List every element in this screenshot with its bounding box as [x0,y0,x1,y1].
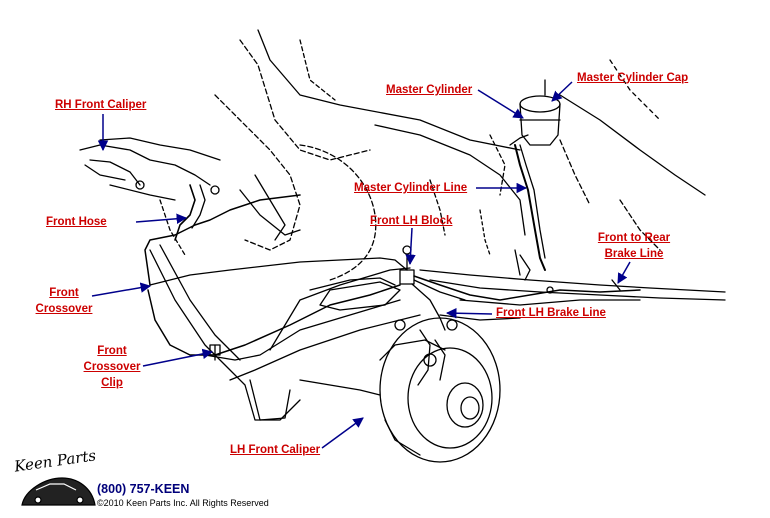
label-front-crossover[interactable]: Front Crossover [30,286,98,316]
arrow-front-lh-brake-line [445,307,493,319]
label-front-lh-brake-line[interactable]: Front LH Brake Line [496,307,606,319]
label-front-to-rear-brake-line[interactable]: Front to Rear Brake Line [592,231,676,261]
label-front-crossover-clip[interactable]: Front Crossover Clip [78,344,146,390]
label-rh-front-caliper[interactable]: RH Front Caliper [55,99,147,111]
label-front-crossover-clip-line2[interactable]: Crossover [83,361,141,373]
label-lh-front-caliper[interactable]: LH Front Caliper [230,444,321,456]
arrow-front-lh-block [405,227,416,266]
arrow-master-cylinder-cap [551,81,573,102]
callout-arrows [91,81,631,449]
keen-parts-logo-car [21,477,96,506]
label-front-to-rear-line2[interactable]: Brake Line [604,248,664,260]
arrow-front-crossover [91,282,152,297]
label-front-hose[interactable]: Front Hose [46,216,107,228]
label-front-crossover-clip-line3[interactable]: Clip [101,377,123,389]
label-master-cylinder[interactable]: Master Cylinder [386,84,473,96]
label-front-crossover-line1[interactable]: Front [49,287,79,299]
arrow-master-cylinder [477,89,524,119]
label-front-to-rear-line1[interactable]: Front to Rear [597,232,671,244]
arrow-front-hose [135,213,188,224]
label-front-crossover-line2[interactable]: Crossover [35,303,93,315]
arrow-front-to-rear [617,261,631,284]
footer-copyright: ©2010 Keen Parts Inc. All Rights Reserve… [97,498,269,508]
label-master-cylinder-line[interactable]: Master Cylinder Line [354,182,468,194]
label-front-crossover-clip-line1[interactable]: Front [97,345,127,357]
label-front-lh-block[interactable]: Front LH Block [370,215,453,227]
label-master-cylinder-cap[interactable]: Master Cylinder Cap [577,72,689,84]
arrow-front-crossover-clip [142,348,214,367]
arrow-lh-front-caliper [321,417,364,449]
footer-phone: (800) 757-KEEN [97,482,190,496]
